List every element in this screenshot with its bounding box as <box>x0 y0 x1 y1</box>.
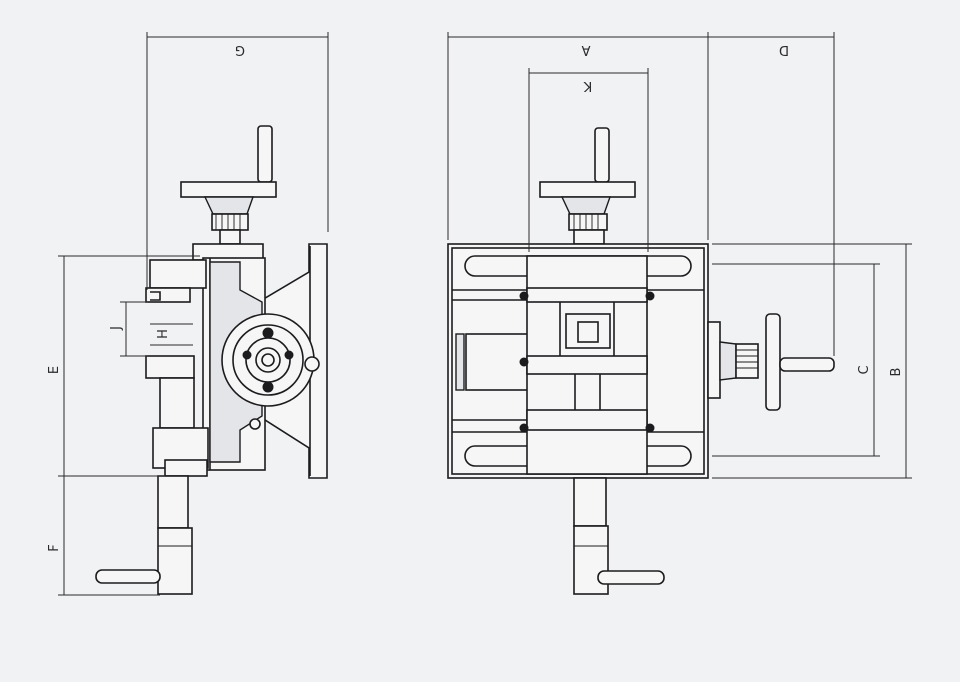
top-right-handle-grip <box>779 357 835 372</box>
side-crank-handle <box>95 569 161 584</box>
top-view <box>447 127 835 595</box>
top-jaw-rail-upper <box>526 287 648 303</box>
side-feed-wheel-inner <box>232 324 304 396</box>
top-leadscrew-housing <box>573 477 607 527</box>
side-crank-arm <box>157 527 193 595</box>
top-right-handwheel <box>765 313 781 411</box>
dim-label-a: A <box>581 42 590 57</box>
dim-label-k: K <box>583 78 592 93</box>
side-bottom-cap <box>164 459 208 477</box>
side-wheel-bolt-bottom <box>262 381 274 393</box>
dimension-labels: G A D K E F J H C B <box>47 42 904 552</box>
dim-label-c: C <box>857 365 872 374</box>
top-jaw-block <box>565 313 611 349</box>
top-right-dial <box>735 343 759 379</box>
side-wheel-bolt-top <box>262 327 274 339</box>
side-jaw-lower <box>145 355 195 379</box>
top-left-stop <box>455 333 465 391</box>
side-lower-block <box>159 377 195 429</box>
dimension-lines <box>58 32 912 596</box>
top-rail-bottom <box>526 409 648 431</box>
side-top-handle-grip <box>257 125 273 183</box>
top-shaft <box>573 229 605 245</box>
top-right-hub <box>719 341 737 381</box>
dim-label-d: D <box>779 42 789 57</box>
side-view <box>95 125 328 595</box>
side-knob <box>304 356 320 372</box>
dim-label-f: F <box>47 544 62 551</box>
top-handwheel <box>539 181 636 198</box>
side-jaw-upper <box>149 259 207 289</box>
top-crank-handle <box>597 570 665 585</box>
side-leadscrew-housing <box>157 475 189 529</box>
top-right-bearing <box>707 321 721 399</box>
dim-label-h: H <box>156 329 171 339</box>
side-top-hub <box>203 196 254 215</box>
dim-label-g: G <box>235 42 245 57</box>
dim-label-e: E <box>47 366 62 374</box>
top-dial <box>568 213 608 231</box>
dim-label-b: B <box>889 368 904 377</box>
top-handle-grip <box>594 127 610 183</box>
top-hub <box>560 196 611 215</box>
side-top-shaft <box>219 229 241 245</box>
top-jaw-rail-lower <box>526 355 648 375</box>
side-top-dial <box>211 213 249 231</box>
side-top-handwheel <box>180 181 277 198</box>
dim-label-j: J <box>109 326 124 331</box>
